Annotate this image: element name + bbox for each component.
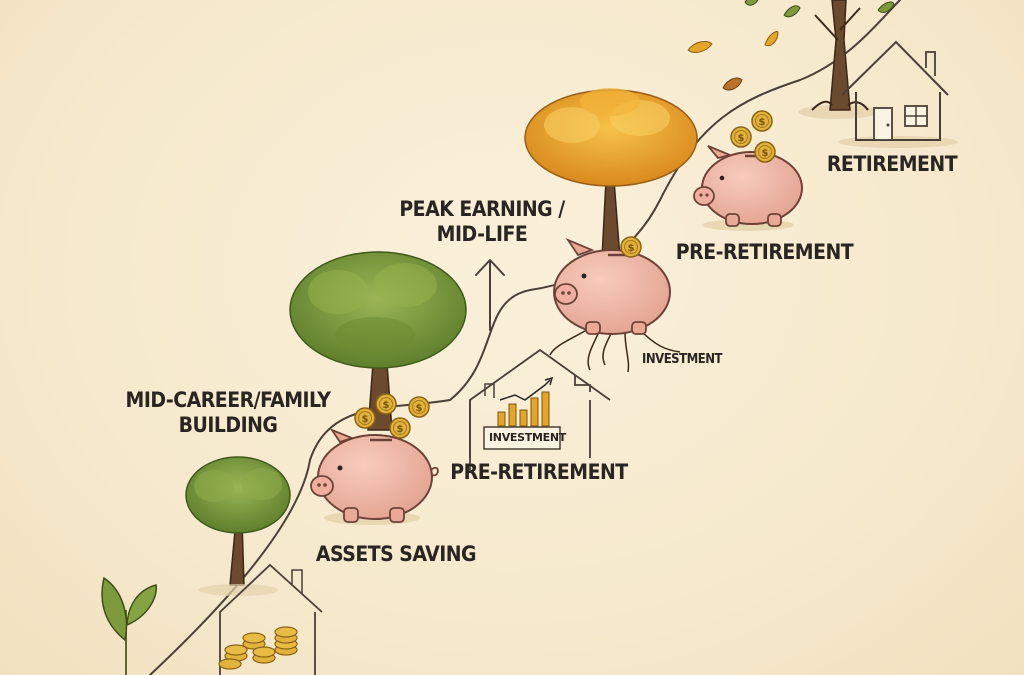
coin-stack-icon	[218, 626, 298, 670]
growth-path-icon	[149, 0, 901, 675]
falling-leaf-icon	[687, 0, 895, 91]
stage-label-retirement: RETIREMENT	[826, 152, 958, 176]
coin-icon	[620, 236, 642, 258]
growth-chart-icon	[497, 376, 554, 427]
piggy-bank-icon	[310, 428, 439, 525]
sprout-icon	[101, 576, 158, 675]
stage-label-assets-saving: ASSETS SAVING	[315, 542, 477, 566]
coin-icon	[354, 393, 430, 439]
house-icon	[219, 563, 323, 675]
orange-tree-icon	[524, 88, 698, 259]
stage-label-mid-career: MID-CAREER/FAMILY BUILDING	[125, 388, 331, 438]
house-investment-sign: INVESTMENT	[489, 431, 566, 444]
stage-label-pre-retirement-upper: PRE-RETIREMENT	[675, 240, 854, 264]
stage-label-peak-earning: PEAK EARNING / MID-LIFE	[399, 197, 565, 247]
young-tree-icon	[185, 456, 291, 596]
stage-label-investment-roots: INVESTMENT	[642, 352, 722, 367]
investment-house-icon	[469, 348, 611, 470]
piggy-bank-icon	[693, 145, 803, 231]
retirement-house-icon	[838, 40, 958, 148]
piggy-bank-icon	[549, 238, 681, 373]
bare-tree-icon	[798, 0, 878, 119]
stage-label-pre-retirement-lower: PRE-RETIREMENT	[450, 460, 628, 484]
arrow-up-icon	[475, 259, 505, 331]
